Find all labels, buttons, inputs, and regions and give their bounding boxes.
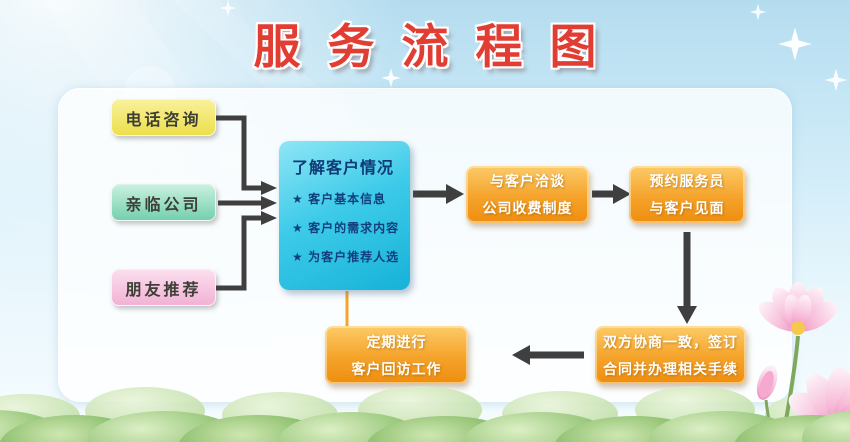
step-line: 定期进行 — [366, 333, 427, 350]
step-line: 与客户洽谈 — [490, 173, 565, 189]
step-box-customer-followup: 定期进行 客户回访工作 — [325, 326, 468, 384]
step-line: 与客户见面 — [649, 200, 725, 216]
understand-item: ★ 为客户推荐人选 — [292, 250, 400, 264]
source-label: 亲临公司 — [125, 196, 202, 214]
source-label: 朋友推荐 — [125, 281, 202, 299]
step-box-sign-contract: 双方协商一致，签订 合同并办理相关手续 — [595, 326, 746, 384]
understand-customer-box: 了解客户情况 ★ 客户基本信息 ★ 客户的需求内容 ★ 为客户推荐人选 — [279, 141, 410, 290]
step-box-appoint-staff: 预约服务员 与客户见面 — [629, 166, 745, 223]
step-line: 客户回访工作 — [351, 360, 442, 377]
step-line: 双方协商一致，签订 — [603, 333, 738, 350]
source-label: 电话咨询 — [125, 111, 202, 129]
page-title: 服务流程图 — [253, 22, 624, 74]
understand-item: ★ 客户的需求内容 — [292, 221, 400, 235]
lotus-leaves-front — [0, 410, 850, 442]
understand-item: ★ 客户基本信息 — [292, 192, 387, 206]
source-box-friend-referral: 朋友推荐 — [111, 269, 216, 306]
understand-title: 了解客户情况 — [292, 160, 395, 177]
step-box-negotiate-fees: 与客户洽谈 公司收费制度 — [466, 166, 589, 223]
step-line: 预约服务员 — [649, 173, 725, 189]
step-line: 公司收费制度 — [482, 200, 573, 216]
step-line: 合同并办理相关手续 — [603, 360, 738, 377]
source-box-phone-consult: 电话咨询 — [111, 99, 216, 136]
source-box-visit-company: 亲临公司 — [111, 184, 216, 221]
